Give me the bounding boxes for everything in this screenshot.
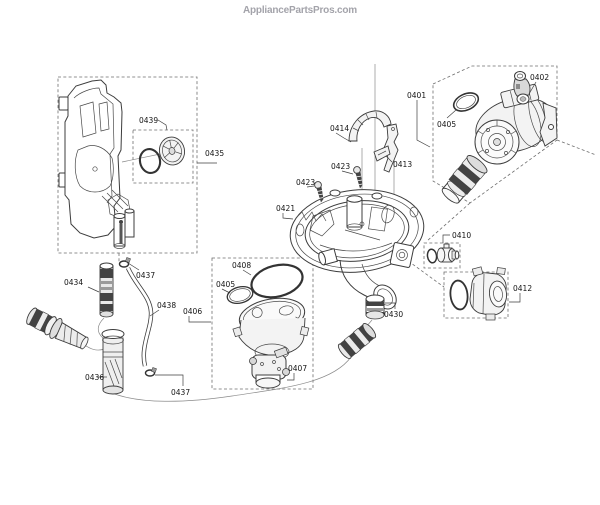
part-label-0430: 0430 — [384, 310, 403, 319]
ribbed-hose-0434 — [99, 262, 114, 318]
part-label-0437-b: 0437 — [171, 388, 190, 397]
group-box-0406 — [211, 257, 314, 390]
label-leader-lines — [87, 81, 537, 386]
o-ring-0408 — [250, 263, 304, 299]
drain-hose-0438 — [125, 267, 154, 367]
group-box-0435 — [57, 76, 198, 254]
hose-coupling-0430 — [365, 294, 385, 320]
screw-0423-b — [314, 181, 324, 203]
part-label-0436: 0436 — [85, 373, 104, 382]
part-label-0438: 0438 — [157, 301, 176, 310]
part-label-0405-tr: 0405 — [437, 120, 456, 129]
part-label-0435: 0435 — [205, 149, 224, 158]
group-box-0439 — [132, 129, 194, 184]
group-box-0410 — [423, 242, 461, 269]
circulation-pump-motor-part — [441, 83, 558, 204]
drain-connector-fitting — [337, 323, 377, 359]
part-label-0410: 0410 — [452, 231, 471, 240]
part-label-0405-c: 0405 — [216, 280, 235, 289]
part-labels: 0439 0435 0414 0413 0423 0423 0421 0401 0405 0402… — [64, 73, 549, 397]
clip-part-0414 — [348, 110, 392, 142]
part-label-0412: 0412 — [513, 284, 532, 293]
part-label-0434: 0434 — [64, 278, 83, 287]
part-label-0437-a: 0437 — [136, 271, 155, 280]
part-label-0414: 0414 — [330, 124, 349, 133]
hose-clamp-0437-a — [118, 257, 131, 268]
part-label-0423-a: 0423 — [331, 162, 350, 171]
drain-elbow-connector — [26, 307, 89, 350]
drain-hose-routing-line — [111, 356, 352, 402]
part-label-0401: 0401 — [407, 91, 426, 100]
part-label-0406: 0406 — [183, 307, 202, 316]
bracket-part-0413 — [373, 123, 399, 173]
pump-hose-elbow — [441, 155, 488, 204]
part-label-0408: 0408 — [232, 261, 251, 270]
part-label-0439: 0439 — [139, 116, 158, 125]
screw-0423-a — [353, 166, 363, 189]
impeller-and-seal-0439 — [138, 136, 186, 174]
heat-pump-assembly-0406 — [226, 263, 310, 389]
part-label-0423-b: 0423 — [296, 178, 315, 187]
hose-clamp-0437-b — [144, 367, 157, 377]
sump-basin-part — [289, 189, 425, 310]
sump-side-port — [389, 242, 415, 268]
part-label-0402: 0402 — [530, 73, 549, 82]
pump-motor-0407 — [249, 346, 290, 389]
watermark: AppliancePartsPros.com — [243, 5, 357, 16]
valve-part-0410 — [426, 243, 460, 264]
part-label-0421: 0421 — [276, 204, 295, 213]
part-label-0407: 0407 — [288, 364, 307, 373]
ribbed-hose-0436 — [101, 329, 125, 395]
clamp-ring-0405-center — [226, 285, 254, 305]
drain-pump-part-0412 — [449, 266, 508, 321]
clamp-ring-0405-top — [452, 92, 480, 112]
part-label-0413: 0413 — [393, 160, 412, 169]
water-inlet-panel-part — [58, 79, 135, 249]
fastener-part-0402 — [513, 71, 531, 105]
